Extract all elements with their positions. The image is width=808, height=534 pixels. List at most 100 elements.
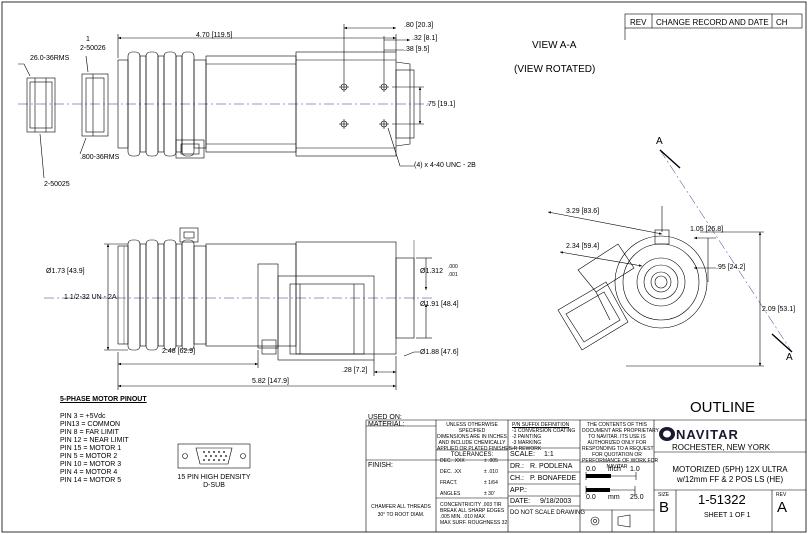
- tolerance-row: DEC. .XX ± .010: [440, 469, 498, 475]
- rms-26: 26.0-36RMS: [30, 55, 70, 62]
- tolerance-row: FRACT. ± 1/64: [440, 480, 498, 486]
- suffix-list: -1 CONVERSION COATING -2 PAINTING -3 MAR…: [512, 428, 576, 452]
- ruler-mm-unit: mm: [608, 494, 620, 501]
- rev-header: REV: [630, 18, 647, 27]
- pinout-row: PIN 14 = MOTOR 5: [60, 477, 122, 484]
- pinout-row: PIN 3 = +5Vdc: [60, 413, 106, 420]
- date-value: 9/18/2003: [540, 498, 572, 505]
- drawn-by-label: DR.:: [510, 463, 524, 470]
- ruler-inch-one: 1.0: [630, 466, 640, 473]
- tolerance-row: DEC. .XXX ± .005: [440, 458, 498, 464]
- dim-1312: Ø1.312: [420, 268, 443, 275]
- navitar-logo: [659, 427, 675, 441]
- pinout-row: PIN 8 = FAR LIMIT: [60, 429, 119, 436]
- tol-plus: .000: [448, 264, 458, 270]
- sheet-number: SHEET 1 OF 1: [704, 512, 751, 519]
- dim-038: .38 [9.5]: [404, 46, 430, 53]
- pinout-row: PIN 12 = NEAR LIMIT: [60, 437, 129, 444]
- ruler-inch-zero: 0.0: [586, 466, 596, 473]
- dsub-label-1: 15 PIN HIGH DENSITY: [177, 474, 251, 481]
- dsub-label-2: D-SUB: [203, 482, 225, 489]
- ruler-inch-unit: inch: [608, 466, 621, 473]
- pinout-row: PIN13 = COMMON: [60, 421, 121, 428]
- dim-234: 2.34 [59.4]: [566, 243, 600, 250]
- checked-by: P. BONAFEDE: [530, 475, 577, 482]
- dim-470: 4.70 [119.5]: [196, 32, 233, 39]
- scale-label: SCALE:: [510, 451, 535, 458]
- rms-800: .800-36RMS: [80, 154, 120, 161]
- scale-value: 1:1: [544, 451, 554, 458]
- section-marker-top: A: [656, 136, 663, 147]
- no-scale-note: DO NOT SCALE DRAWING: [510, 510, 586, 516]
- section-marker-bottom: A: [786, 352, 793, 363]
- material-label: MATERIAL:: [368, 421, 405, 428]
- drawing-title: OUTLINE: [690, 399, 756, 416]
- dim-191: Ø1.91 [48.4]: [420, 301, 459, 308]
- chamfer-note-1: CHAMFER ALL THREADS: [371, 504, 431, 510]
- side-view: [44, 227, 432, 390]
- view-subtitle: (VIEW ROTATED): [514, 64, 596, 75]
- ch-header: CH: [776, 18, 788, 27]
- tolerance-row: ANGLES ± 30': [440, 491, 495, 497]
- dim-075: .75 [19.1]: [426, 101, 456, 108]
- company-location: ROCHESTER, NEW YORK: [672, 443, 771, 452]
- concentricity-note: CONCENTRICITY .003 TIR BREAK ALL SHARP E…: [440, 502, 508, 526]
- chamfer-note-2: 30° TO ROOT DIAM.: [377, 512, 425, 518]
- dim-028: .28 [7.2]: [342, 367, 368, 374]
- tolerance-table: DEC. .XXX ± .005 DEC. .XX ± .010 FRACT. …: [440, 458, 506, 499]
- proprietary-note: THE CONTENTS OF THIS DOCUMENT ARE PROPRI…: [582, 422, 659, 470]
- hole-callout: (4) x 4-40 UNC - 2B: [414, 162, 476, 169]
- dsub-connector: [177, 443, 251, 469]
- section-view: [547, 149, 793, 367]
- tol-minus: .001: [448, 272, 458, 278]
- description-line-1: MOTORIZED (5PH) 12X ULTRA: [672, 465, 788, 474]
- dim-095: .95 [24.2]: [716, 264, 746, 271]
- ruler-inch-fill: [586, 474, 611, 478]
- dim-329: 3.29 [83.6]: [566, 208, 600, 215]
- thread-callout: 1 1/2-32 UN - 2A: [64, 294, 117, 301]
- pinout-row: PIN 10 = MOTOR 3: [60, 461, 122, 468]
- dim-105: 1.05 [26.8]: [690, 226, 724, 233]
- pinout-row: PIN 4 = MOTOR 4: [60, 469, 118, 476]
- top-view: [18, 24, 430, 179]
- suffix-title: P/N SUFFIX DEFINITION: [512, 422, 570, 428]
- ruler-mm-zero: 0.0: [586, 494, 596, 501]
- tolerances-label: TOLERANCES:: [450, 452, 494, 458]
- pinout-title: 5-PHASE MOTOR PINOUT: [60, 396, 147, 403]
- part-2-50025: 2-50025: [44, 181, 70, 188]
- revision-block-frame: [624, 13, 803, 40]
- used-on-label: USED ON:: [368, 414, 402, 421]
- dim-209: 2.09 [53.1]: [762, 306, 796, 313]
- unless-note: UNLESS OTHERWISE SPECIFIED DIMENSIONS AR…: [437, 422, 514, 452]
- finish-label: FINISH:: [368, 462, 393, 469]
- drawing-number: 1-51322: [698, 492, 746, 507]
- part-number-balloon: 1: [86, 36, 90, 43]
- pinout-row: PIN 15 = MOTOR 1: [60, 445, 122, 452]
- size-label: SIZE: [658, 492, 670, 498]
- dim-032: .32 [8.1]: [412, 35, 438, 42]
- part-2-50026: 2-50026: [80, 45, 106, 52]
- ruler-mm-fill: [586, 488, 610, 492]
- drawn-by: R. PODLENA: [530, 463, 573, 470]
- description-line-2: w/12mm FF & 2 POS LS (HE): [676, 475, 784, 484]
- pinout-list: PIN 3 = +5Vdc PIN13 = COMMON PIN 8 = FAR…: [60, 413, 129, 485]
- date-label: DATE:: [510, 498, 531, 505]
- view-title: VIEW A-A: [532, 40, 577, 51]
- checked-by-label: CH.:: [510, 475, 524, 482]
- pinout-row: PIN 5 = MOTOR 2: [60, 453, 118, 460]
- change-header: CHANGE RECORD AND DATE: [656, 18, 769, 27]
- dim-173: Ø1.73 [43.9]: [46, 268, 85, 275]
- approved-label: APP.:: [510, 487, 527, 494]
- ruler-mm-25: 25.0: [630, 494, 644, 501]
- dim-080: .80 [20.3]: [404, 22, 434, 29]
- company-logo-text: NAVITAR: [676, 427, 739, 442]
- rev-value: A: [777, 499, 788, 516]
- dim-188: Ø1.88 [47.6]: [420, 349, 459, 356]
- dim-248: 2.48 [62.9]: [162, 348, 196, 355]
- size-value: B: [659, 499, 670, 516]
- rev-label: REV: [776, 492, 787, 498]
- title-block-frame: [365, 419, 806, 532]
- dim-582: 5.82 [147.9]: [252, 378, 289, 385]
